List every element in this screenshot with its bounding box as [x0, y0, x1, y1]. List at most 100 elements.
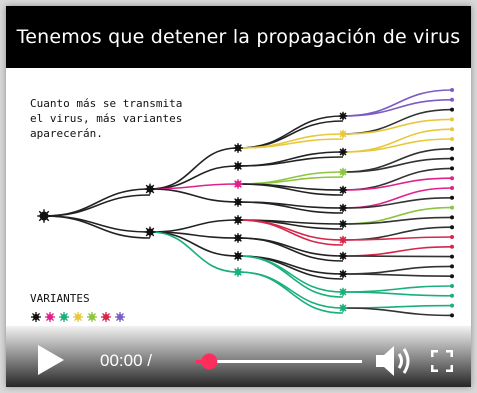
fullscreen-icon[interactable]	[431, 350, 453, 372]
seek-track	[196, 360, 362, 363]
branch-line	[149, 147, 239, 190]
branch-line	[342, 89, 453, 117]
virus-node	[233, 267, 243, 277]
branch-line	[237, 237, 344, 262]
virus-node	[144, 226, 156, 238]
branch-line	[149, 183, 239, 190]
branch-line	[237, 219, 344, 246]
branch-line	[342, 273, 453, 277]
variant-legend-dot	[73, 312, 83, 322]
virus-node	[233, 179, 243, 189]
branch-line	[342, 197, 453, 209]
virus-node	[338, 167, 348, 177]
leaf-dot	[450, 156, 454, 161]
variant-legend-dot	[115, 312, 125, 322]
branch-line	[342, 255, 453, 258]
note-line-1: Cuanto más se transmita	[30, 97, 183, 110]
branch-line	[342, 206, 453, 225]
branch-line	[342, 216, 453, 225]
virus-node	[144, 183, 156, 195]
virus-node	[233, 161, 243, 171]
time-display: 00:00 /	[100, 351, 152, 370]
leaf-dot	[450, 254, 454, 259]
leaf-dot	[450, 274, 454, 279]
branch-line	[342, 177, 453, 191]
virus-node	[338, 287, 348, 297]
virus-node	[37, 209, 51, 223]
branch-line	[237, 183, 344, 196]
leaf-dot	[450, 284, 454, 288]
virus-node	[338, 185, 348, 195]
branch-line	[237, 201, 344, 214]
leaf-dot	[450, 117, 454, 122]
video-title: Tenemos que detener la propagación de vi…	[16, 26, 461, 48]
virus-node	[338, 203, 348, 213]
video-title-bar	[6, 6, 471, 68]
branch-line	[43, 215, 151, 233]
note-line-3: aparecerán.	[30, 127, 103, 140]
variants-legend	[31, 312, 125, 322]
play-icon[interactable]	[36, 343, 66, 377]
leaf-dot	[450, 137, 454, 141]
variant-legend-dot	[59, 312, 69, 322]
virus-node	[338, 251, 348, 261]
leaf-dot	[450, 313, 454, 318]
branch-line	[43, 215, 151, 239]
branch-line	[342, 285, 453, 293]
branch-line	[43, 194, 151, 217]
leaf-dot	[450, 235, 454, 239]
leaf-dot	[450, 146, 454, 151]
branch-line	[342, 291, 453, 297]
branch-line	[342, 157, 453, 173]
virus-node	[338, 269, 348, 279]
branch-line	[149, 188, 239, 203]
branch-line	[342, 99, 453, 117]
leaf-dot	[450, 225, 454, 230]
leaf-dot	[450, 244, 454, 249]
seek-bar[interactable]	[196, 351, 364, 371]
video-note: Cuanto más se transmita el virus, más va…	[30, 96, 230, 141]
leaf-dot	[450, 176, 454, 181]
leaf-dot	[450, 215, 454, 220]
virus-node	[233, 233, 243, 243]
branch-line	[237, 255, 344, 298]
variants-label: VARIANTES	[30, 292, 90, 305]
leaf-dot	[450, 127, 454, 132]
branch-line	[342, 307, 453, 317]
branch-line	[342, 118, 453, 135]
leaf-dot	[450, 166, 454, 171]
virus-node	[338, 111, 348, 121]
branch-line	[237, 138, 344, 149]
leaf-dot	[450, 195, 454, 200]
virus-node	[338, 235, 348, 245]
branch-line	[342, 138, 453, 153]
branch-line	[237, 237, 344, 257]
branch-line	[342, 265, 453, 275]
leaf-dot	[450, 205, 454, 210]
virus-node	[338, 129, 348, 139]
leaf-dot	[450, 97, 454, 102]
branch-line	[342, 236, 453, 241]
variant-legend-dot	[87, 312, 97, 322]
leaf-dot	[450, 303, 454, 308]
seek-thumb[interactable]	[201, 353, 218, 370]
virus-node	[338, 303, 348, 313]
leaf-dot	[450, 264, 454, 269]
branch-line	[237, 255, 344, 275]
virus-node	[233, 251, 243, 261]
volume-icon[interactable]	[374, 343, 414, 379]
leaf-dot	[450, 293, 454, 298]
virus-node	[233, 143, 243, 153]
video-player[interactable]: Tenemos que detener la propagación de vi…	[6, 6, 471, 387]
virus-node	[233, 215, 243, 225]
branch-line	[237, 151, 344, 167]
branch-line	[237, 156, 344, 167]
virus-node	[233, 197, 243, 207]
branch-line	[237, 271, 344, 314]
branch-line	[149, 231, 239, 273]
branch-line	[43, 188, 151, 217]
leaf-dot	[450, 107, 454, 112]
virus-spread-tree	[37, 88, 454, 318]
leaf-dot	[450, 88, 454, 92]
variant-legend-dot	[45, 312, 55, 322]
